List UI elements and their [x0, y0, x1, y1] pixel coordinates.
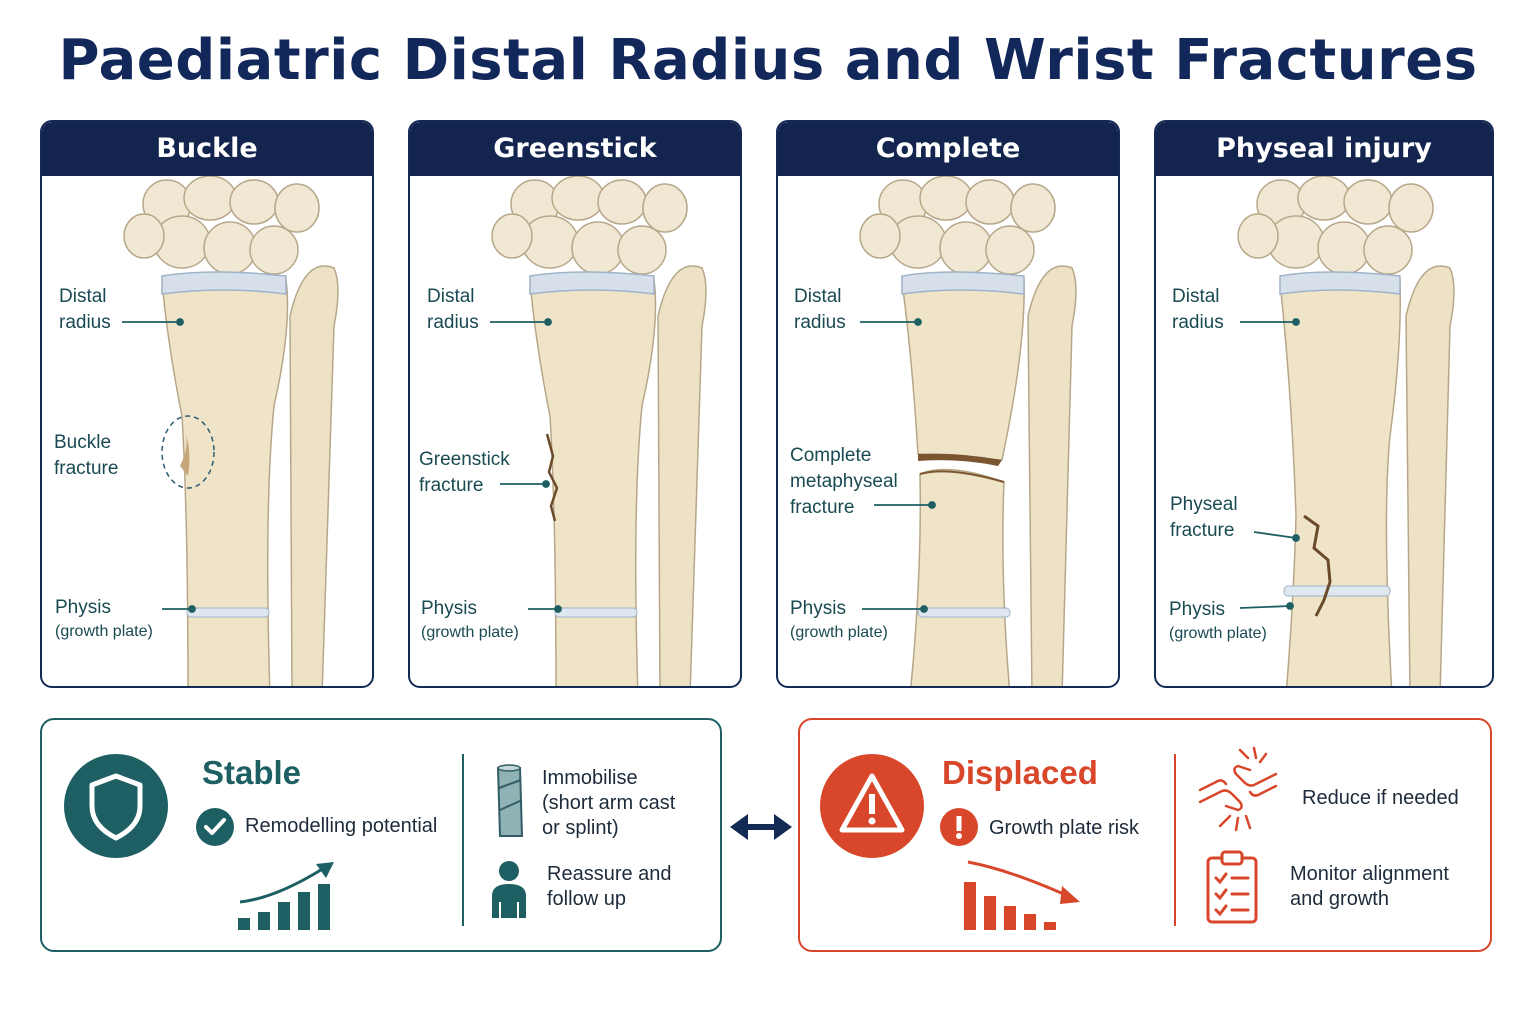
- radius-lower-fragment: [910, 468, 1010, 686]
- fracture-line-upper: [918, 453, 1002, 466]
- cast-icon: [496, 764, 524, 837]
- carpal-bones: [123, 176, 320, 275]
- shield-icon: [64, 754, 168, 858]
- greenstick-crack: [545, 433, 559, 522]
- exclamation-circle-icon: [940, 808, 978, 846]
- reduce-text: Reduce if needed: [1302, 787, 1459, 809]
- panel-greenstick: Greenstick Distal radius Greenstick frac…: [408, 120, 742, 688]
- complete-metaphyseal-bone-illustration: [859, 176, 1077, 686]
- label-physis: Physis (growth plate): [790, 598, 888, 641]
- radius-upper-fragment: [901, 272, 1025, 461]
- physeal-fracture-line: [1303, 514, 1332, 617]
- label-distal-radius: Distal radius: [1172, 286, 1224, 333]
- physeal-bone-illustration: [1237, 176, 1455, 686]
- label-physis: Physis (growth plate): [55, 597, 153, 640]
- ulna-bone: [657, 265, 707, 686]
- label-fracture: Complete metaphyseal fracture: [790, 445, 898, 518]
- page-title: Paediatric Distal Radius and Wrist Fract…: [58, 28, 1478, 93]
- epiphysis-cap: [1279, 271, 1401, 295]
- carpal-bones: [859, 176, 1056, 275]
- label-fracture: Buckle fracture: [54, 432, 119, 479]
- remodelling-text: Remodelling potential: [245, 815, 438, 837]
- hands-reduction-icon: [1198, 746, 1278, 832]
- physis-band: [1283, 585, 1391, 597]
- greenstick-bone-illustration: [490, 176, 707, 686]
- monitor-text: Monitor alignment and growth: [1290, 863, 1449, 910]
- physis-band: [186, 607, 270, 618]
- radius-bone: [161, 272, 289, 686]
- double-arrow-icon: [730, 814, 792, 840]
- buckle-bone-illustration: [122, 176, 339, 686]
- panel-buckle: Buckle Distal radius Buckle fracture Phy…: [40, 120, 374, 688]
- growth-plate-risk-text: Growth plate risk: [989, 817, 1140, 839]
- buckle-highlight: [161, 415, 215, 489]
- panel-heading: Buckle: [42, 122, 372, 176]
- buckle-bulge: [180, 431, 190, 476]
- clipboard-checklist-icon: [1206, 850, 1258, 924]
- warning-triangle-icon: [820, 754, 924, 858]
- panel-heading: Physeal injury: [1156, 122, 1492, 176]
- ulna-bone: [1027, 265, 1077, 686]
- fracture-line-lower: [919, 470, 1005, 483]
- displaced-divider: [1174, 754, 1176, 926]
- label-fracture: Physeal fracture: [1170, 494, 1238, 541]
- falling-bars-icon: [964, 860, 1080, 930]
- displaced-summary-box: Displaced Growth plate risk Reduce if ne…: [798, 718, 1492, 952]
- label-fracture: Greenstick fracture: [419, 449, 510, 496]
- displaced-heading: Displaced: [942, 754, 1098, 791]
- stable-divider: [462, 754, 464, 926]
- radius-bone: [529, 272, 657, 686]
- epiphysis-cap: [161, 271, 287, 295]
- carpal-bones: [1237, 176, 1434, 275]
- panel-complete-metaphyseal: Complete metaphyseal Distal radius Compl…: [776, 120, 1120, 688]
- radius-bone: [1279, 272, 1402, 686]
- rising-bars-icon: [238, 862, 334, 930]
- label-distal-radius: Distal radius: [427, 286, 479, 333]
- physis-band: [554, 607, 638, 618]
- ulna-bone: [289, 265, 339, 686]
- panel-heading: Greenstick: [410, 122, 740, 176]
- label-distal-radius: Distal radius: [59, 286, 111, 333]
- stable-heading: Stable: [202, 754, 302, 791]
- ulna-bone: [1405, 265, 1455, 686]
- panel-physeal-injury: Physeal injury Distal radius Physeal fra…: [1154, 120, 1494, 688]
- epiphysis-cap: [901, 271, 1025, 295]
- label-distal-radius: Distal radius: [794, 286, 846, 333]
- physis-band: [917, 607, 1011, 618]
- person-icon: [492, 861, 526, 918]
- immobilise-text: Immobilise (short arm cast or splint): [542, 767, 676, 839]
- label-physis: Physis (growth plate): [1169, 599, 1267, 642]
- panel-heading: Complete metaphyseal: [778, 122, 1118, 218]
- label-physis: Physis (growth plate): [421, 598, 519, 641]
- carpal-bones: [491, 176, 688, 275]
- epiphysis-cap: [529, 271, 655, 295]
- check-circle-icon: [196, 808, 234, 846]
- reassure-text: Reassure and follow up: [547, 863, 672, 910]
- stable-summary-box: Stable Remodelling potential Immobilise …: [40, 718, 722, 952]
